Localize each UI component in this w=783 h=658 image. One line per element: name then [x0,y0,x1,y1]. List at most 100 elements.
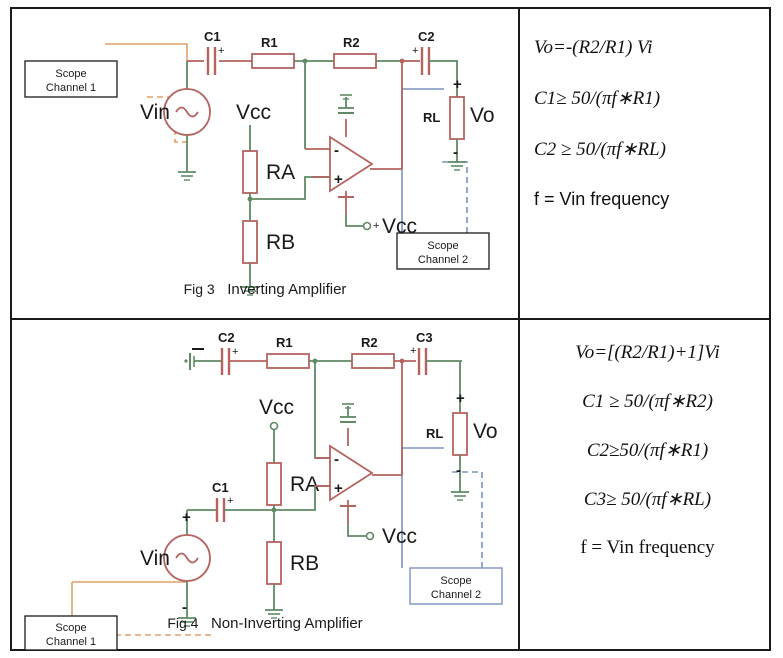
sine-wave-icon [175,106,199,118]
vcc-terminal-node [362,221,372,231]
capacitor-c3 [417,348,428,375]
label-vin: Vin [140,101,170,124]
ground-bias [241,286,259,296]
scope2-line2: Channel 2 [418,254,468,266]
capacitor-c1 [215,498,226,522]
c1-plus-sign: + [218,45,224,57]
opamp-triangle [329,444,374,502]
scope1-line2: Channel 1 [46,636,96,648]
vo-plus-sign: + [456,390,465,407]
capacitor-c2 [420,47,431,75]
label-vcc-opamp: Vcc [382,215,417,238]
scope-channel-1-box[interactable]: Scope Channel 1 [24,60,118,98]
opamp-minus-input: - [334,142,339,159]
label-vcc-bias: Vcc [259,396,294,419]
label-rb: RB [290,552,319,575]
label-c2: C2 [218,330,235,345]
sine-wave-icon [175,552,199,564]
scope2-ground-wire [442,161,468,233]
caption-fig3: Fig 3 Inverting Amplifier [12,281,518,298]
label-vcc-bias: Vcc [236,101,271,124]
equation-list-noninverting: Vo=[(R2/R1)+1]Vi C1 ≥ 50/(πf∗R2) C2≥50/(… [520,320,771,559]
table-horizontal-divider [10,318,771,320]
c3-plus-sign: + [410,345,416,357]
ground-bias [265,609,283,619]
opamp-vcc-wire [347,525,367,537]
equation-frequency: f = Vin frequency [580,537,715,558]
resistor-r1 [251,53,295,69]
resistor-rb [266,541,282,585]
opamp-vcc-wire [345,214,364,227]
opamp-plus-input: + [334,480,343,497]
capacitor-c2 [220,348,231,375]
equation-frequency: f = Vin frequency [534,189,670,209]
equation-gain: Vo=-(R2/R1) Vi [534,37,653,58]
circuit-noninverting-amplifier: C2 + R1 R2 + [24,330,503,651]
scope1-probe-wire [105,43,188,61]
capacitor-c1 [206,47,217,75]
label-ra: RA [290,473,319,496]
vo-minus-sign: - [456,462,461,479]
scope-channel-2-box[interactable]: Scope Channel 2 [396,232,490,270]
resistor-rb [242,220,258,264]
resistor-ra [266,462,282,506]
opamp-plus-input: + [334,171,343,188]
circuit-inverting-amplifier: C1 + R1 R2 + [24,29,495,296]
ground-c2-left [189,353,195,370]
label-r1: R1 [261,35,278,50]
resistor-r1 [266,353,310,369]
resistor-r2 [333,53,377,69]
scope2-probe-wire [401,447,444,568]
label-c1: C1 [204,29,221,44]
scope2-line2: Channel 2 [431,589,481,601]
junction-dot-r2 [399,58,405,64]
caption-fig4-title: Non-Inverting Amplifier [210,615,363,632]
label-c3: C3 [416,330,433,345]
vin-minus-sign: - [182,599,187,616]
label-vo: Vo [470,104,495,127]
label-vin: Vin [140,547,170,570]
scope2-ground-wire [452,471,483,568]
equation-c1: C1 ≥ 50/(πf∗R2) [582,391,713,412]
label-ra: RA [266,161,295,184]
label-vo: Vo [473,420,498,443]
inverting-input-wire [314,361,330,459]
equation-c1: C1≥ 50/(πf∗R1) [534,88,661,109]
equation-c2: C2≥50/(πf∗R1) [586,440,709,461]
figure-cell-noninverting: C2 + R1 R2 + [12,320,518,651]
c1-plus-sign: + [227,495,233,507]
resistor-ra [242,150,258,194]
scope-channel-1-box[interactable]: Scope Channel 1 [24,615,118,651]
scope-channel-2-box[interactable]: Scope Channel 2 [409,567,503,605]
ground-output [448,161,466,171]
ground-opamp-top [340,94,352,100]
vcc-terminal-node [365,531,375,541]
caption-fig3-number: Fig 3 [183,281,215,297]
resistor-rl [452,412,468,456]
equation-c2: C2 ≥ 50/(πf∗RL) [534,139,666,160]
vcc-bias-terminal [269,421,279,431]
caption-fig4-number: Fig 4 [167,615,199,631]
label-c2: C2 [418,29,435,44]
figure-cell-inverting: C1 + R1 R2 + [12,9,518,318]
ground-output [451,491,469,501]
label-rl: RL [426,426,443,441]
label-rb: RB [266,231,295,254]
opamp-minus-input: - [334,451,339,468]
equation-gain: Vo=[(R2/R1)+1]Vi [575,342,720,363]
ground-opamp-top [342,403,354,409]
junction-dot-r1 [302,58,308,64]
c2-plus-sign: + [232,346,238,358]
label-rl: RL [423,110,440,125]
equations-cell-inverting: Vo=-(R2/R1) Vi C1≥ 50/(πf∗R1) C2 ≥ 50/(π… [520,9,771,318]
vo-minus-sign: - [453,144,458,161]
equations-cell-noninverting: Vo=[(R2/R1)+1]Vi C1 ≥ 50/(πf∗R2) C2≥50/(… [520,320,771,651]
junction-dot-r2 [399,358,405,364]
label-r2: R2 [343,35,360,50]
ground-vin [178,617,196,627]
table-vertical-divider [518,7,520,651]
c2-plus-sign: + [412,45,418,57]
vcc-terminal-plus: + [373,220,379,232]
caption-fig3-title: Inverting Amplifier [227,281,347,298]
